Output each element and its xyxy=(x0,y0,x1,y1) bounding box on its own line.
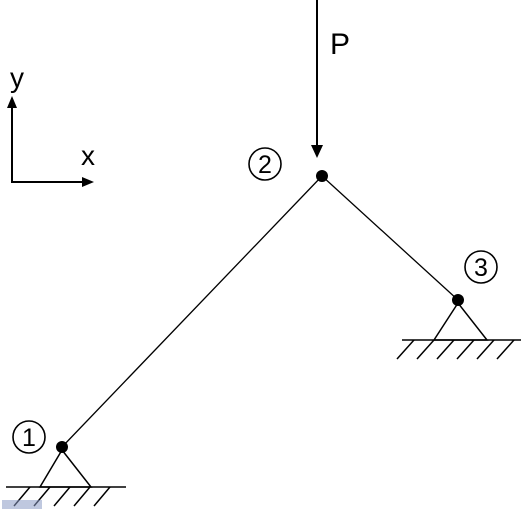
support-triangle xyxy=(432,301,489,341)
node-1-dot xyxy=(56,441,68,453)
node-labels: 1 2 3 xyxy=(12,147,498,454)
load-p: P xyxy=(311,0,350,158)
node-3-label-circle xyxy=(464,250,498,284)
members xyxy=(61,175,459,448)
member-1-2 xyxy=(61,175,323,448)
node-2-label: 2 xyxy=(248,147,282,181)
node-1-label-circle xyxy=(12,420,46,454)
pin-support-node-1 xyxy=(6,448,126,507)
y-axis-label: y xyxy=(10,62,24,93)
node-2-dot xyxy=(316,170,328,182)
pin-support-node-3 xyxy=(396,301,521,360)
node-2-label-text: 2 xyxy=(258,151,272,179)
watermark-badge xyxy=(2,500,42,509)
node-1-label-text: 1 xyxy=(22,424,36,452)
ground-hatching xyxy=(396,339,515,360)
y-axis-arrowhead xyxy=(7,96,17,108)
support-triangle xyxy=(38,448,93,488)
x-axis-arrowhead xyxy=(82,177,94,187)
load-arrowhead xyxy=(311,145,323,158)
node-1-label: 1 xyxy=(12,420,46,454)
member-2-3 xyxy=(321,175,459,301)
node-3-label: 3 xyxy=(464,250,498,284)
x-axis-label: x xyxy=(81,140,95,171)
node-2-label-circle xyxy=(248,147,282,181)
node-3-dot xyxy=(452,294,464,306)
nodes xyxy=(56,170,464,453)
load-label: P xyxy=(330,28,350,61)
node-3-label-text: 3 xyxy=(474,254,488,282)
axes: y x xyxy=(7,62,95,187)
